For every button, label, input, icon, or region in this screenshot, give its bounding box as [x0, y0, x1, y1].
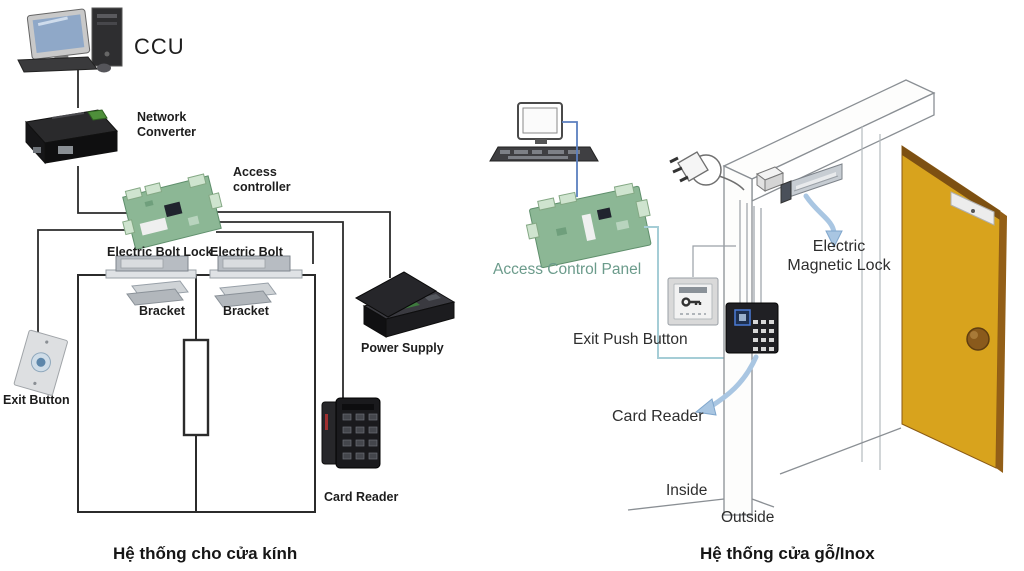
- electric-bolt-lock-image: [105, 255, 197, 279]
- card-reader-label-left: Card Reader: [324, 490, 399, 504]
- card-reader-image-right: [725, 302, 779, 354]
- frame-wires: [692, 200, 762, 304]
- electric-magnetic-lock-label: Electric Magnetic Lock: [777, 237, 901, 275]
- wire-controller-to-card-reader: [216, 221, 344, 398]
- left-wiring: [37, 70, 391, 398]
- network-converter-label-line2: Converter: [137, 125, 197, 139]
- wire-exit-push-button: [692, 245, 736, 277]
- card-reader-arrow: [694, 354, 759, 416]
- power-supply-image: [354, 271, 456, 338]
- ccu-label: CCU: [134, 34, 185, 59]
- access-control-panel-image: [525, 182, 652, 269]
- electric-bolt-lock-label: Electric Bolt Lock: [107, 245, 213, 259]
- magnetic-lock-arrow: [803, 193, 843, 249]
- wire-controller-to-power-supply: [216, 211, 391, 278]
- electric-magnetic-lock-image: [780, 163, 843, 204]
- wire-controller-to-bolt: [216, 231, 314, 264]
- exit-button-image: [13, 329, 68, 396]
- power-plug-image: [669, 151, 745, 191]
- wire-converter-to-controller: [77, 166, 128, 214]
- wire-panel-to-door: [644, 226, 733, 359]
- card-reader-label-right: Card Reader: [612, 408, 704, 425]
- wire-controller-to-exit-button: [37, 229, 125, 335]
- exit-push-button-label: Exit Push Button: [573, 331, 688, 348]
- wood-door-image: [901, 145, 1007, 473]
- power-supply-label: Power Supply: [361, 341, 444, 355]
- bracket-left-label: Bracket: [139, 304, 185, 318]
- outside-label: Outside: [721, 509, 775, 526]
- exit-push-button-image: [667, 277, 719, 326]
- bracket-right-image: [214, 282, 277, 308]
- floor-lines: [627, 427, 902, 511]
- left-diagram-caption: Hệ thống cho cửa kính: [113, 544, 298, 563]
- network-converter-label-line1: Network: [137, 110, 187, 124]
- glass-door-handle: [182, 338, 210, 437]
- pc-image-right: [489, 102, 599, 162]
- door-knob: [966, 327, 990, 351]
- junction-box-image: [755, 166, 785, 192]
- electric-bolt-label: Electric Bolt: [210, 245, 283, 259]
- ccu-computer-image: [17, 7, 123, 73]
- electric-magnetic-lock-label-line2: Magnetic Lock: [787, 257, 891, 274]
- armature-plate: [950, 191, 995, 226]
- network-converter-image: [25, 109, 118, 165]
- inside-label: Inside: [666, 482, 708, 499]
- access-controller-label-line1: Access: [233, 165, 277, 179]
- network-converter-label: Network Converter: [137, 110, 196, 140]
- exit-button-label: Exit Button: [3, 393, 70, 407]
- bracket-left-image: [126, 280, 189, 306]
- access-controller-board-image: [122, 173, 223, 251]
- electric-bolt-image: [209, 255, 303, 279]
- wire-pc-to-panel: [562, 121, 578, 197]
- access-controller-label: Access controller: [233, 165, 291, 195]
- access-controller-label-line2: controller: [233, 180, 291, 194]
- electric-magnetic-lock-label-line1: Electric: [812, 238, 866, 255]
- access-control-panel-label: Access Control Panel: [493, 261, 642, 278]
- bracket-right-label: Bracket: [223, 304, 269, 318]
- door-frame-far-lines: [861, 126, 881, 470]
- card-reader-image-left: [321, 397, 381, 469]
- right-diagram-caption: Hệ thống cửa gỗ/Inox: [700, 544, 875, 563]
